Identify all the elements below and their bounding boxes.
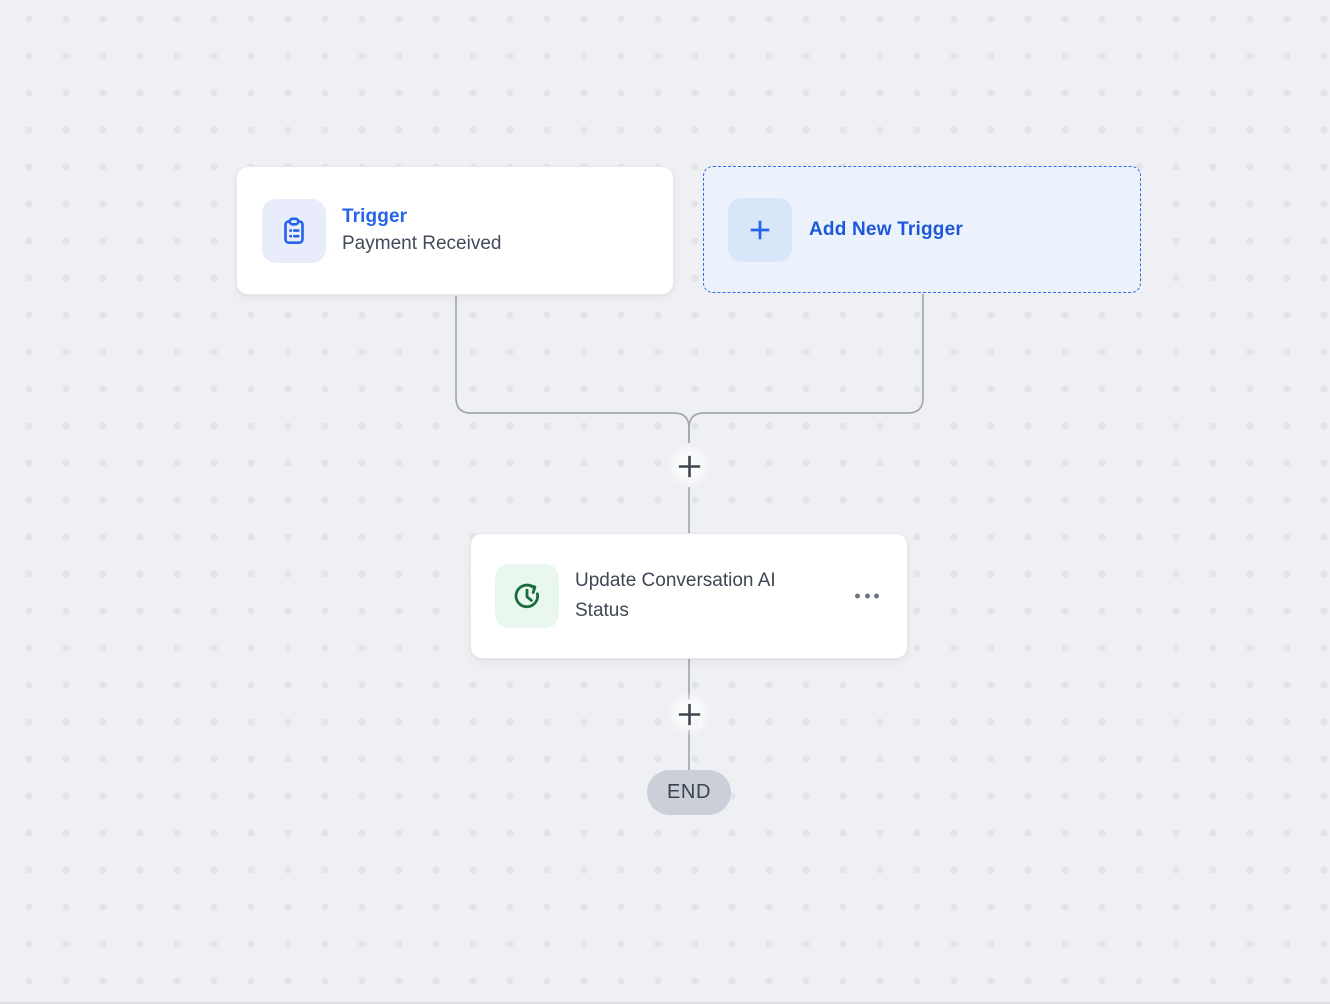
add-new-trigger-label: Add New Trigger (809, 218, 963, 240)
ellipsis-icon (855, 593, 860, 599)
insert-step-button-top[interactable] (667, 444, 711, 488)
plus-icon (678, 703, 700, 725)
connector-trigger-branch (455, 296, 690, 443)
connector-add-trigger-branch (688, 294, 924, 443)
clock-history-icon (495, 564, 559, 628)
insert-step-button-bottom[interactable] (667, 692, 711, 736)
action-node-title: Update Conversation AI Status (575, 570, 776, 621)
trigger-node-subtitle: Payment Received (342, 232, 502, 254)
node-options-button[interactable] (853, 588, 881, 605)
end-node: END (647, 770, 731, 815)
clipboard-list-icon (262, 198, 326, 263)
action-node[interactable]: Update Conversation AI Status (470, 533, 908, 659)
trigger-node-title: Trigger (342, 205, 408, 227)
plus-icon (728, 197, 792, 262)
plus-icon (678, 455, 700, 477)
add-new-trigger-button[interactable]: Add New Trigger (703, 166, 1141, 293)
trigger-node[interactable]: Trigger Payment Received (236, 166, 674, 295)
